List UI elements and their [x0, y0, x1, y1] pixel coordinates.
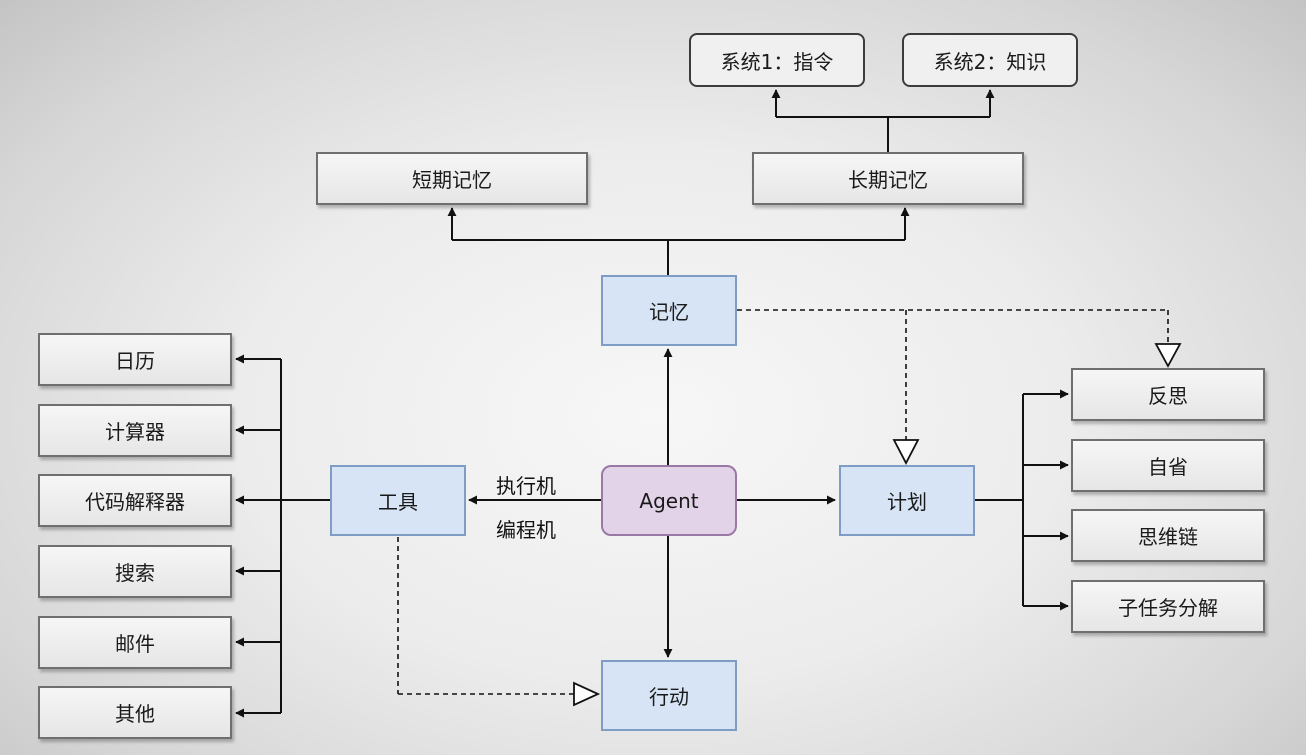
tool-item-code-interpreter: 代码解释器 — [38, 474, 232, 527]
hollow-arrow-to-planning — [892, 439, 920, 465]
connector-tools-to-items — [235, 354, 330, 718]
system2-node: 系统2：知识 — [902, 33, 1078, 87]
connector-planning-to-items — [975, 389, 1069, 611]
hollow-arrow-to-reflection — [1154, 343, 1182, 368]
tool-item-email: 邮件 — [38, 616, 232, 669]
tool-item-calendar: 日历 — [38, 333, 232, 386]
memory-node: 记忆 — [601, 275, 737, 346]
short-term-memory-node: 短期记忆 — [316, 152, 588, 205]
connector-longterm-to-systems — [771, 89, 995, 152]
planning-item-reflection: 反思 — [1071, 368, 1265, 421]
dashed-tools-to-action — [397, 537, 574, 695]
planning-item-chain-of-thought: 思维链 — [1071, 509, 1265, 562]
planning-node: 计划 — [839, 465, 975, 536]
connector-memory-to-types — [447, 207, 910, 275]
long-term-memory-node: 长期记忆 — [752, 152, 1024, 205]
agent-node: Agent — [601, 465, 737, 536]
tool-item-other: 其他 — [38, 686, 232, 739]
tools-node: 工具 — [330, 465, 466, 536]
edge-label-programmer: 编程机 — [496, 518, 556, 542]
dashed-memory-links — [737, 309, 1169, 440]
edge-label-executor: 执行机 — [496, 474, 556, 498]
action-node: 行动 — [601, 660, 737, 731]
system1-node: 系统1：指令 — [689, 33, 865, 87]
tool-item-calculator: 计算器 — [38, 404, 232, 457]
planning-item-self-critique: 自省 — [1071, 439, 1265, 492]
tool-item-search: 搜索 — [38, 545, 232, 598]
hollow-arrow-to-action — [573, 681, 601, 707]
planning-item-subgoal-decomposition: 子任务分解 — [1071, 580, 1265, 633]
